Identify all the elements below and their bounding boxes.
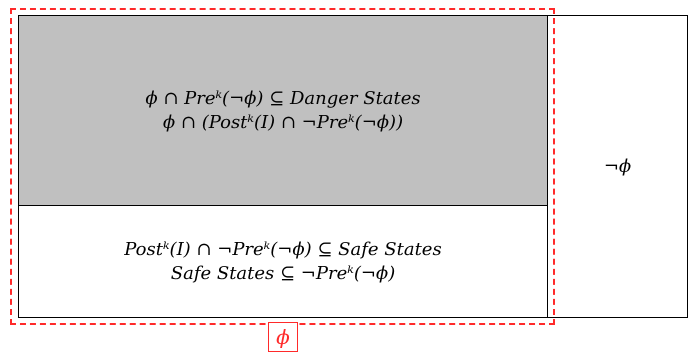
danger-states-label-line-2: ϕ ∩ (Postᵏ(I) ∩ ¬Preᵏ(¬ϕ))	[162, 111, 404, 133]
safe-states-label-line-2: Safe States ⊆ ¬Preᵏ(¬ϕ)	[170, 262, 396, 284]
danger-states-labels: ϕ ∩ Preᵏ(¬ϕ) ⊆ Danger States ϕ ∩ (Postᵏ(…	[19, 87, 547, 135]
danger-states-region: ϕ ∩ Preᵏ(¬ϕ) ⊆ Danger States ϕ ∩ (Postᵏ(…	[18, 15, 548, 206]
safe-states-region: Postᵏ(I) ∩ ¬Preᵏ(¬ϕ) ⊆ Safe States Safe …	[18, 205, 548, 318]
phi-label-box: ϕ	[268, 322, 298, 352]
safe-states-labels: Postᵏ(I) ∩ ¬Preᵏ(¬ϕ) ⊆ Safe States Safe …	[19, 238, 547, 286]
not-phi-label-wrap: ¬ϕ	[548, 155, 687, 179]
danger-states-label-line-1: ϕ ∩ Preᵏ(¬ϕ) ⊆ Danger States	[145, 87, 421, 109]
phi-label: ϕ	[276, 325, 290, 349]
not-phi-region: ¬ϕ	[547, 15, 688, 318]
not-phi-label: ¬ϕ	[603, 155, 632, 177]
safe-states-label-line-1: Postᵏ(I) ∩ ¬Preᵏ(¬ϕ) ⊆ Safe States	[124, 238, 442, 260]
